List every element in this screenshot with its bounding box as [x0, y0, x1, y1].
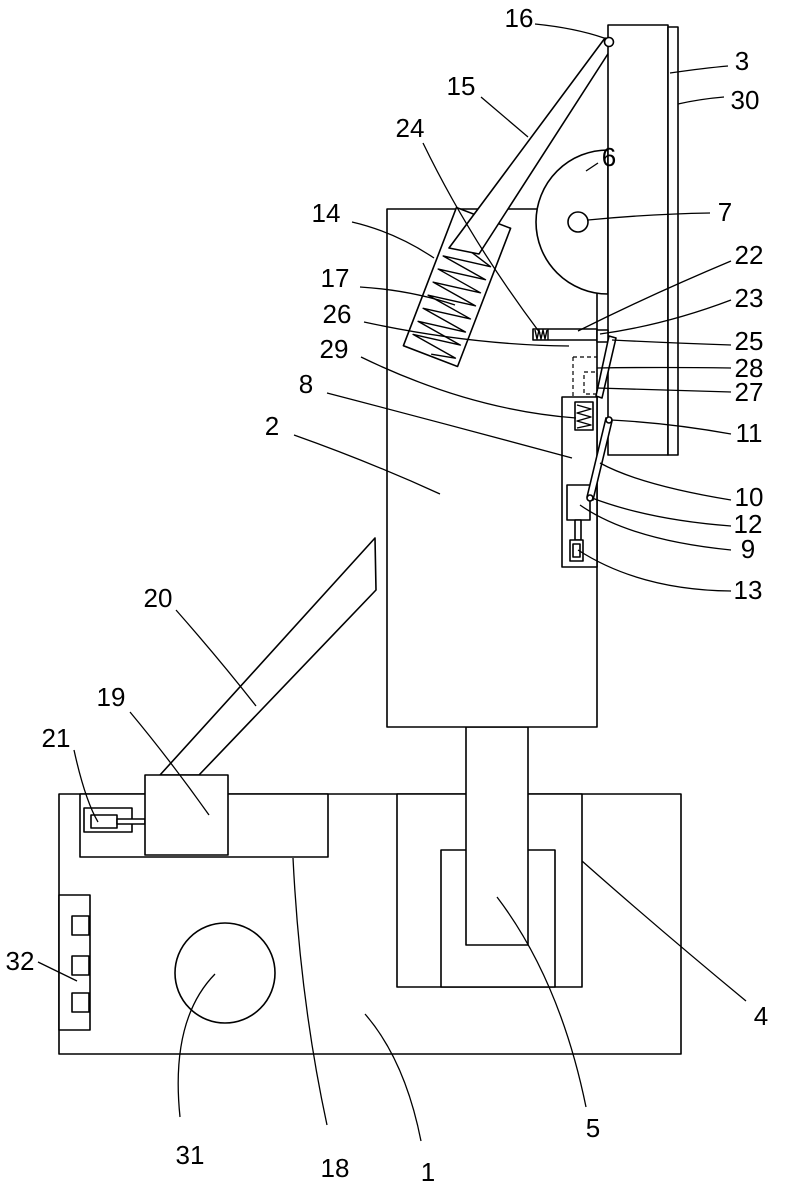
leader-10	[600, 463, 731, 500]
callout-10: 10	[735, 482, 764, 512]
callout-15: 15	[447, 71, 476, 101]
control-button-3	[72, 993, 89, 1012]
leader-9	[580, 505, 731, 550]
leader-28	[597, 368, 731, 369]
lift-column	[466, 727, 528, 945]
callout-9: 9	[741, 534, 755, 564]
slider-block	[567, 485, 590, 520]
leader-12	[592, 498, 731, 526]
callout-22: 22	[735, 240, 764, 270]
callout-27: 27	[735, 377, 764, 407]
callout-14: 14	[312, 198, 341, 228]
pivot-knob	[568, 212, 588, 232]
control-button-1	[72, 916, 89, 935]
callout-13: 13	[734, 575, 763, 605]
callout-21: 21	[42, 723, 71, 753]
round-cover	[175, 923, 275, 1023]
actuator-shaft	[117, 819, 145, 824]
leader-16	[535, 24, 604, 38]
callout-11: 11	[736, 418, 763, 448]
callout-5: 5	[586, 1113, 600, 1143]
hinge-pin	[605, 38, 614, 47]
callout-29: 29	[320, 334, 349, 364]
callout-6: 6	[602, 142, 616, 172]
leader-30	[678, 97, 724, 104]
callout-24: 24	[396, 113, 425, 143]
callout-32: 32	[6, 946, 35, 976]
callout-26: 26	[323, 299, 352, 329]
callout-18: 18	[321, 1153, 350, 1183]
callout-20: 20	[144, 583, 173, 613]
callout-25: 25	[735, 326, 764, 356]
callout-1: 1	[421, 1157, 435, 1187]
slider-stem	[575, 520, 581, 540]
callout-7: 7	[718, 197, 732, 227]
callout-23: 23	[735, 283, 764, 313]
callout-19: 19	[97, 682, 126, 712]
control-button-2	[72, 956, 89, 975]
callout-16: 16	[505, 3, 534, 33]
callout-3: 3	[735, 46, 749, 76]
callout-17: 17	[321, 263, 350, 293]
feed-chute	[160, 538, 376, 775]
callout-30: 30	[731, 85, 760, 115]
leader-15	[481, 97, 528, 137]
callout-31: 31	[176, 1140, 205, 1170]
lock-catch	[597, 330, 608, 342]
callout-2: 2	[265, 411, 279, 441]
leader-20	[176, 610, 256, 706]
callout-8: 8	[299, 369, 313, 399]
control-panel	[59, 895, 90, 1030]
feed-box	[145, 775, 228, 855]
callout-4: 4	[754, 1001, 768, 1031]
leader-13	[578, 550, 731, 591]
